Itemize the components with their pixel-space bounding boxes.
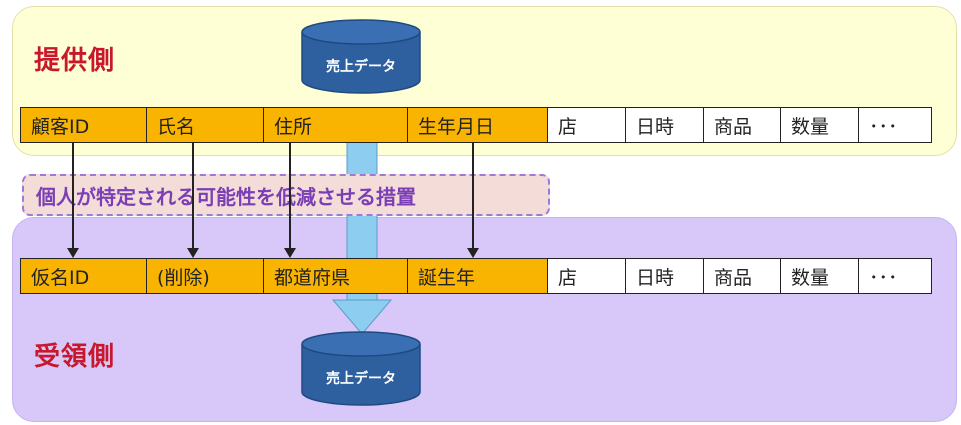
receiver-field: 数量 (781, 259, 859, 293)
receiver-database-label: 売上データ (326, 371, 396, 387)
provider-field: 店 (548, 108, 626, 142)
receiver-field: 仮名ID (21, 259, 147, 293)
receiver-field: ･･･ (859, 259, 931, 293)
arrow-head (284, 248, 296, 258)
receiver-label: 受領側 (34, 342, 116, 372)
provider-field: 住所 (264, 108, 408, 142)
arrow-head (67, 248, 79, 258)
provider-field: 日時 (626, 108, 704, 142)
provider-database-label: 売上データ (326, 59, 396, 75)
receiver-panel (12, 217, 957, 422)
receiver-field: 誕生年 (408, 259, 548, 293)
receiver-field: 都道府県 (264, 259, 408, 293)
provider-label: 提供側 (34, 46, 116, 76)
anonymization-measure-label: 個人が特定される可能性を低減させる措置 (22, 174, 550, 216)
provider-field: ･･･ (859, 108, 931, 142)
provider-field: 顧客ID (21, 108, 147, 142)
provider-field-row: 顧客ID 氏名 住所 生年月日 店 日時 商品 数量 ･･･ (20, 107, 932, 143)
provider-field: 数量 (781, 108, 859, 142)
receiver-field: 日時 (626, 259, 704, 293)
receiver-database-icon: 売上データ (300, 330, 422, 408)
receiver-field-row: 仮名ID (削除) 都道府県 誕生年 店 日時 商品 数量 ･･･ (20, 258, 932, 294)
receiver-field: 商品 (704, 259, 781, 293)
provider-database-icon: 売上データ (300, 18, 422, 96)
provider-field: 氏名 (147, 108, 264, 142)
provider-field: 生年月日 (408, 108, 548, 142)
receiver-field: (削除) (147, 259, 264, 293)
arrow-head (467, 248, 479, 258)
arrow-head (187, 248, 199, 258)
provider-field: 商品 (704, 108, 781, 142)
receiver-field: 店 (548, 259, 626, 293)
